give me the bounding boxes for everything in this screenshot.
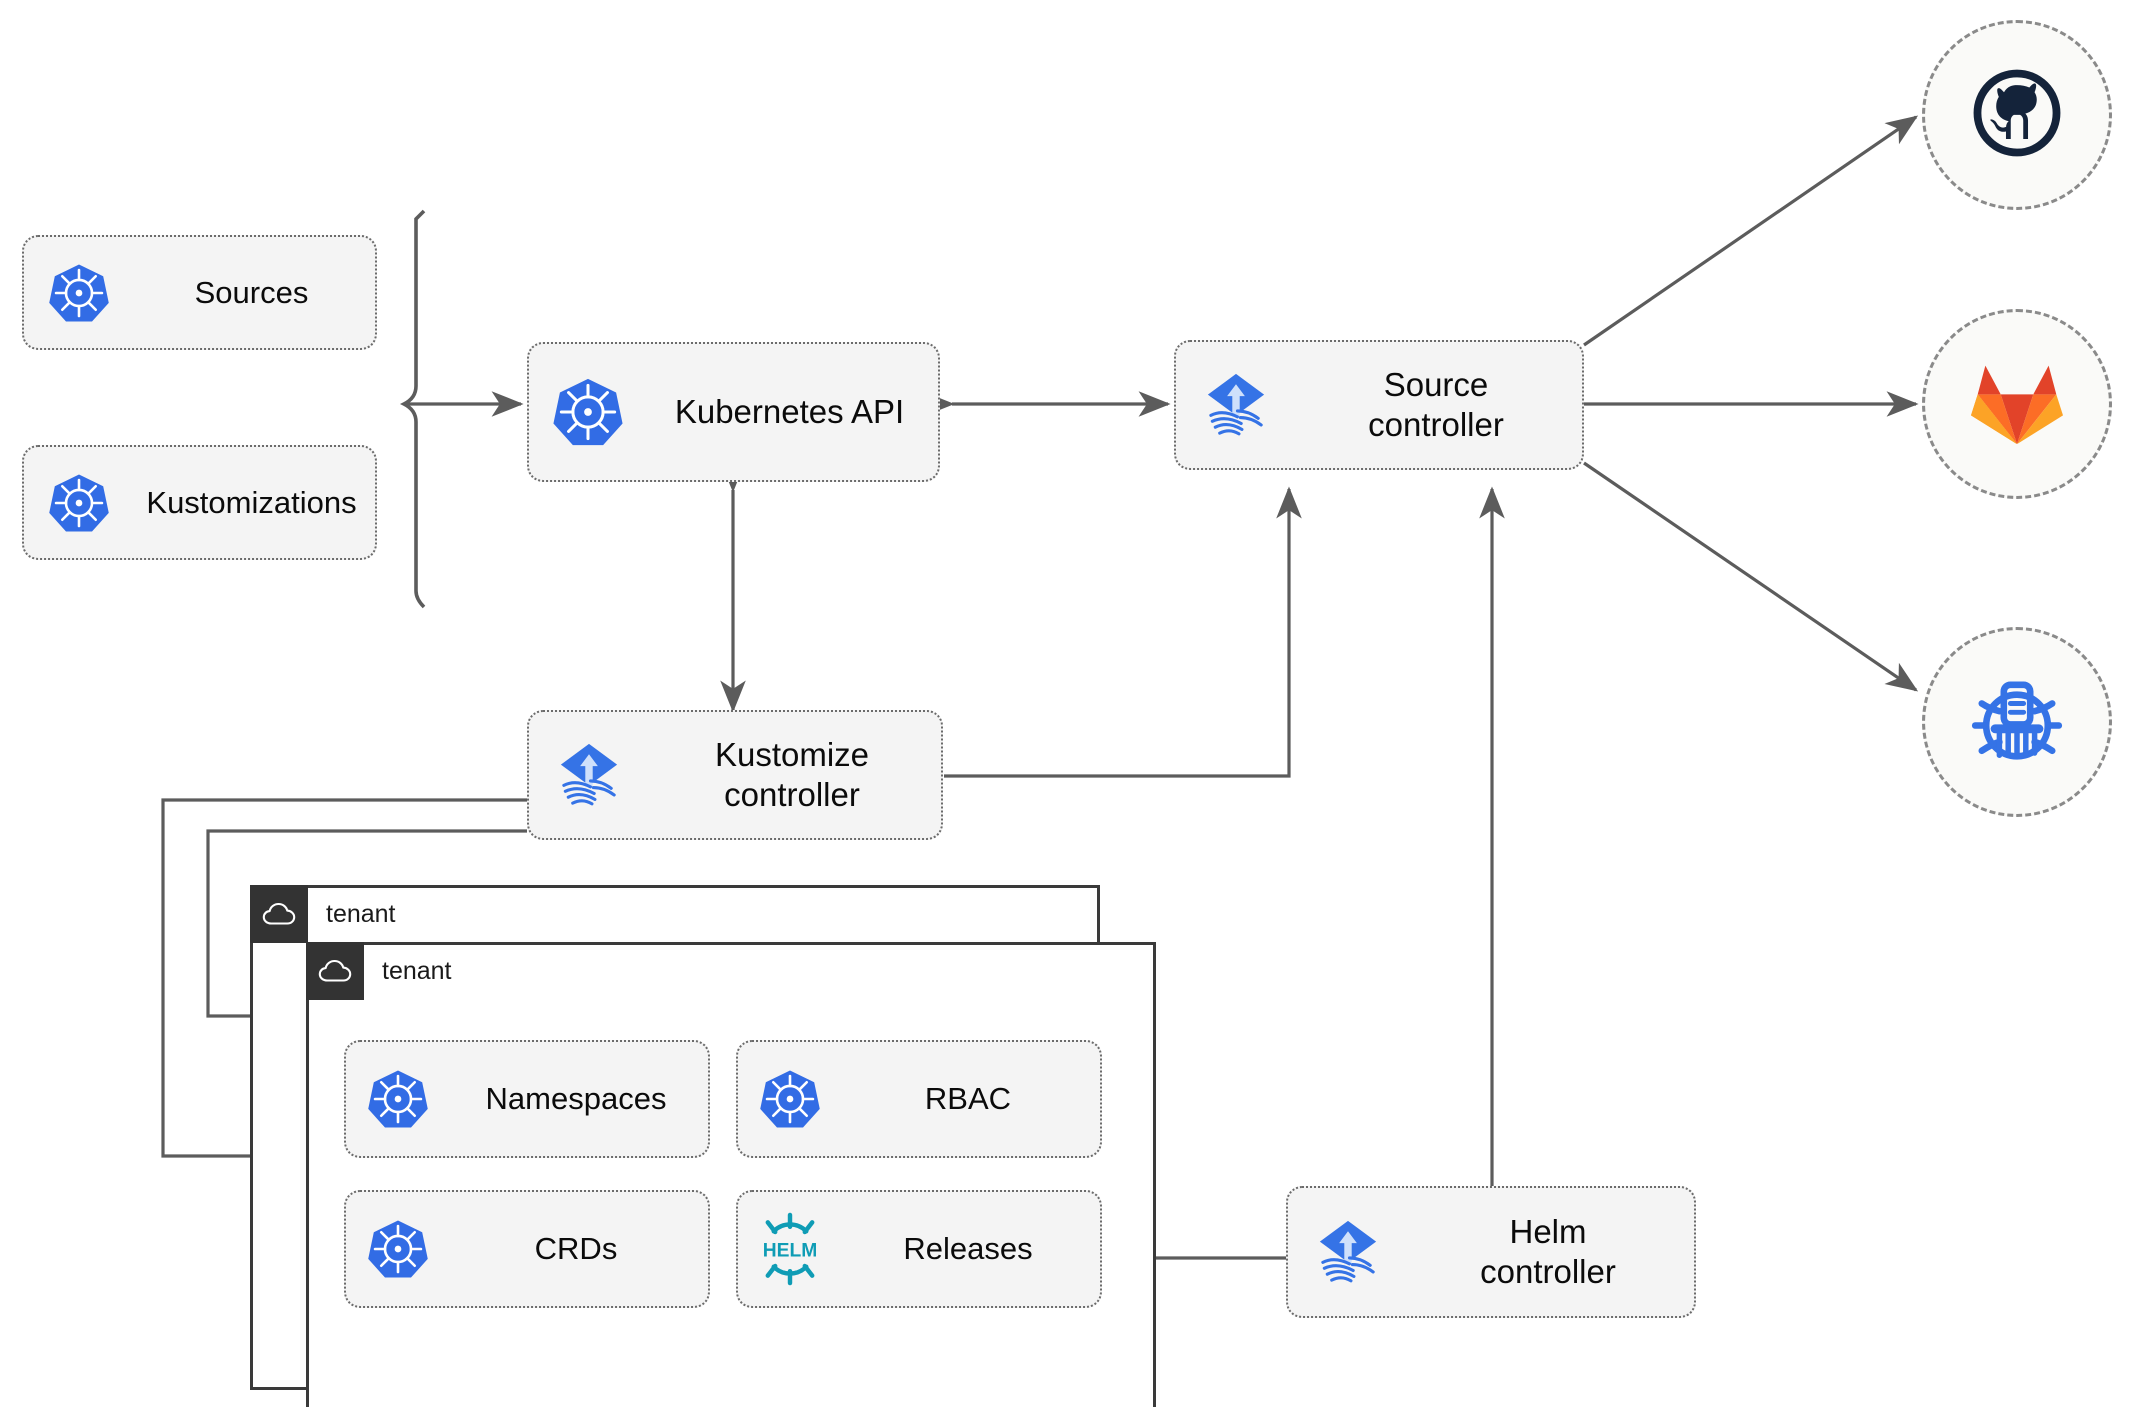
helm-icon: HELM [738,1212,842,1286]
node-label-kustomizations: Kustomizations [146,484,357,520]
node-label-helm-controller: Helm controller [1480,1212,1616,1290]
flux-icon [529,738,649,812]
cloud-icon [250,885,308,943]
flux-icon [1288,1215,1408,1289]
tenant-label-inner: tenant [382,957,452,985]
node-kubernetes-api[interactable]: Kubernetes API [527,342,940,482]
kubernetes-icon [24,262,134,324]
kubernetes-icon [24,472,134,534]
node-releases[interactable]: HELM Releases [736,1190,1102,1308]
node-namespaces[interactable]: Namespaces [344,1040,710,1158]
provider-helm-repository[interactable] [1922,627,2112,817]
kubernetes-icon [529,376,647,448]
node-label-kubernetes-api: Kubernetes API [674,392,905,430]
node-kustomizations[interactable]: Kustomizations [22,445,377,560]
node-label-kustomize-controller: Kustomize controller [714,735,870,813]
kubernetes-icon [738,1068,842,1130]
tenant-tab-inner: tenant [306,942,452,1000]
node-sources[interactable]: Sources [22,235,377,350]
flux-icon [1176,368,1296,442]
node-helm-controller[interactable]: Helm controller [1286,1186,1696,1318]
github-icon [1965,61,2069,170]
svg-text:HELM: HELM [763,1240,818,1261]
provider-github[interactable] [1922,20,2112,210]
helm-repository-icon [1962,665,2072,780]
node-rbac[interactable]: RBAC [736,1040,1102,1158]
cloud-icon [306,942,364,1000]
node-label-sources: Sources [194,274,309,310]
node-label-namespaces: Namespaces [485,1081,667,1117]
node-kustomize-controller[interactable]: Kustomize controller [527,710,943,840]
provider-gitlab[interactable] [1922,309,2112,499]
tenant-tab-outer: tenant [250,885,396,943]
node-crds[interactable]: CRDs [344,1190,710,1308]
tenant-container-inner: tenant [306,942,1156,1407]
node-label-rbac: RBAC [924,1081,1012,1117]
node-label-releases: Releases [903,1231,1033,1267]
node-label-source-controller: Source controller [1368,365,1504,443]
gitlab-icon [1969,356,2065,453]
node-source-controller[interactable]: Source controller [1174,340,1584,470]
node-label-crds: CRDs [534,1231,618,1267]
kubernetes-icon [346,1218,450,1280]
tenant-label-outer: tenant [326,900,396,928]
kubernetes-icon [346,1068,450,1130]
